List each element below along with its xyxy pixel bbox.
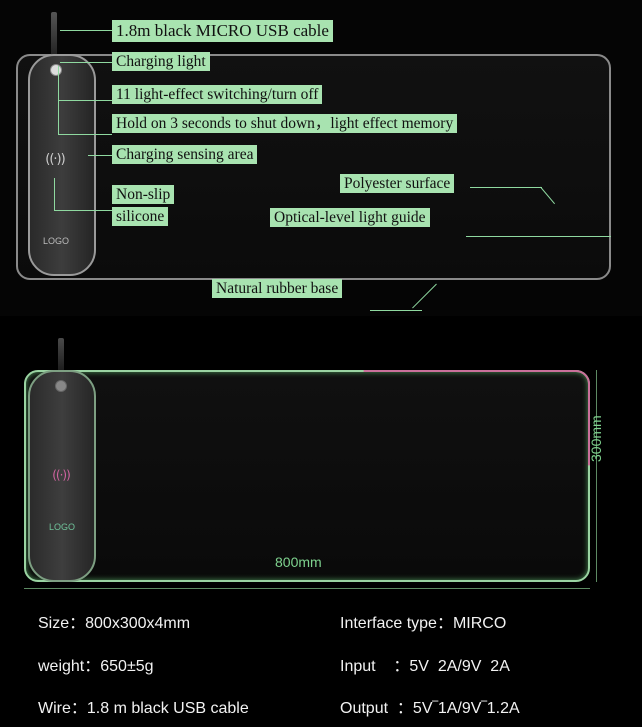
rgb-edge-glow [363, 370, 590, 466]
leader-line [58, 100, 112, 101]
leader-line [466, 236, 611, 237]
leader-line [54, 210, 112, 211]
leader-line [412, 283, 437, 309]
leader-line [58, 134, 112, 135]
callout-light-guide: Optical-level light guide [270, 208, 430, 227]
spec-input: Input ：5V 2A/9V 2A [340, 658, 510, 675]
callout-rubber-base: Natural rubber base [212, 279, 343, 298]
leader-line [60, 62, 112, 63]
leader-line [370, 310, 422, 311]
spec-wire: Wire：1.8 m black USB cable [38, 700, 249, 717]
leader-line [54, 178, 55, 210]
callout-hold-shutdown: Hold on 3 seconds to shut down，light eff… [112, 114, 458, 133]
mouse-pad-dimension-view [24, 370, 590, 582]
spec-size: Size：800x300x4mm [38, 615, 191, 632]
width-dimension-label: 800mm [275, 554, 322, 570]
silicone-grip [28, 370, 96, 582]
usb-cable [58, 338, 64, 372]
logo-text: LOGO [49, 522, 76, 532]
spec-weight: weight：650±5g [38, 658, 154, 675]
leader-line [470, 187, 542, 188]
height-dimension-line [596, 370, 597, 582]
wireless-charging-icon: ((·)) [45, 152, 65, 167]
exploded-view-panel: ((·)) LOGO 1.8m black MICRO USB cable Ch… [0, 0, 642, 316]
callout-silicone: silicone [112, 207, 169, 226]
wireless-charging-icon: ((·)) [52, 468, 71, 482]
width-dimension-line [24, 588, 590, 589]
callout-charging-light: Charging light [112, 52, 210, 71]
callout-non-slip: Non-slip [112, 185, 175, 204]
callout-cable: 1.8m black MICRO USB cable [112, 20, 333, 42]
usb-cable [51, 12, 57, 56]
charging-light-led [55, 380, 67, 392]
leader-line [60, 30, 112, 31]
callout-charging-sensing: Charging sensing area [112, 145, 258, 164]
height-dimension-label: 300mm [588, 415, 604, 462]
callout-light-switching: 11 light-effect switching/turn off [112, 85, 323, 104]
charging-light-led [50, 64, 62, 76]
spec-output: Output ：5V‾1A/9V‾1.2A [340, 700, 520, 717]
logo-text: LOGO [43, 236, 70, 246]
leader-line [88, 155, 112, 156]
spec-interface: Interface type：MIRCO [340, 615, 507, 632]
dimensions-panel: ((·)) LOGO 800mm 300mm Size：800x300x4mm … [0, 330, 642, 727]
callout-polyester: Polyester surface [340, 174, 455, 193]
silicone-grip [28, 54, 96, 276]
